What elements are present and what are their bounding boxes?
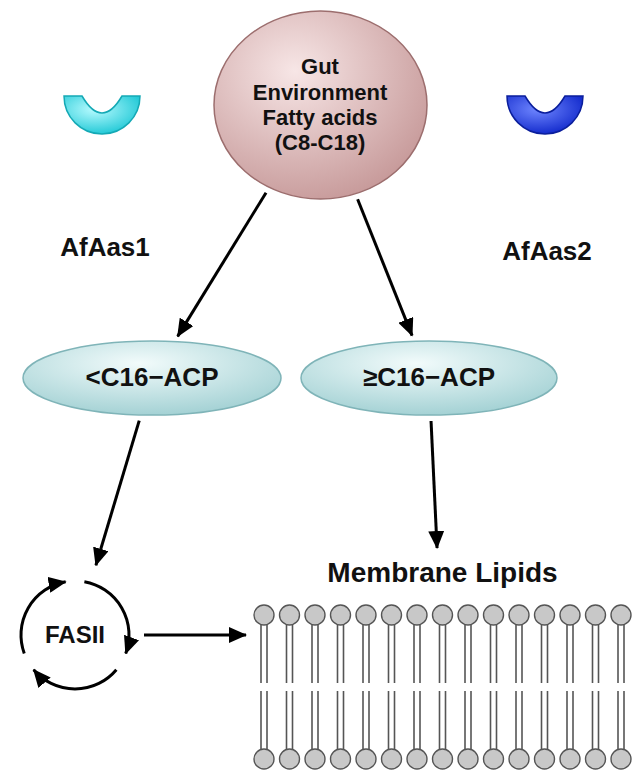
node-text: Gut Environment Fatty acids (C8-C18) [250,54,390,155]
product-ellipse: <C16−ACP [22,340,282,416]
ellipse-shape [301,341,557,415]
node-text: ≥C16−ACP [363,363,495,393]
circle-shape [214,11,427,199]
membrane-node: Membrane Lipids [250,553,635,773]
lipid-bilayer [254,605,631,769]
node-text: FASII [45,621,105,649]
cycle-arrow [34,670,117,689]
node-text: Membrane Lipids [327,557,557,589]
cycle-node: FASII [10,570,140,700]
ellipse-shape [23,341,281,415]
enzyme-label: AfAas1 [20,232,190,263]
flow-arrow [358,199,412,335]
enzyme-aas1-icon [64,96,140,134]
flow-arrow [431,421,437,548]
flow-arrow [178,193,266,337]
enzyme-aas2-icon [507,96,583,134]
product-ellipse: ≥C16−ACP [300,340,558,416]
enzyme-label: AfAas2 [462,236,632,267]
flow-arrow [96,421,139,566]
source-circle: Gut Environment Fatty acids (C8-C18) [213,10,428,200]
node-text: <C16−ACP [86,363,219,393]
flow-arrow [144,634,246,637]
